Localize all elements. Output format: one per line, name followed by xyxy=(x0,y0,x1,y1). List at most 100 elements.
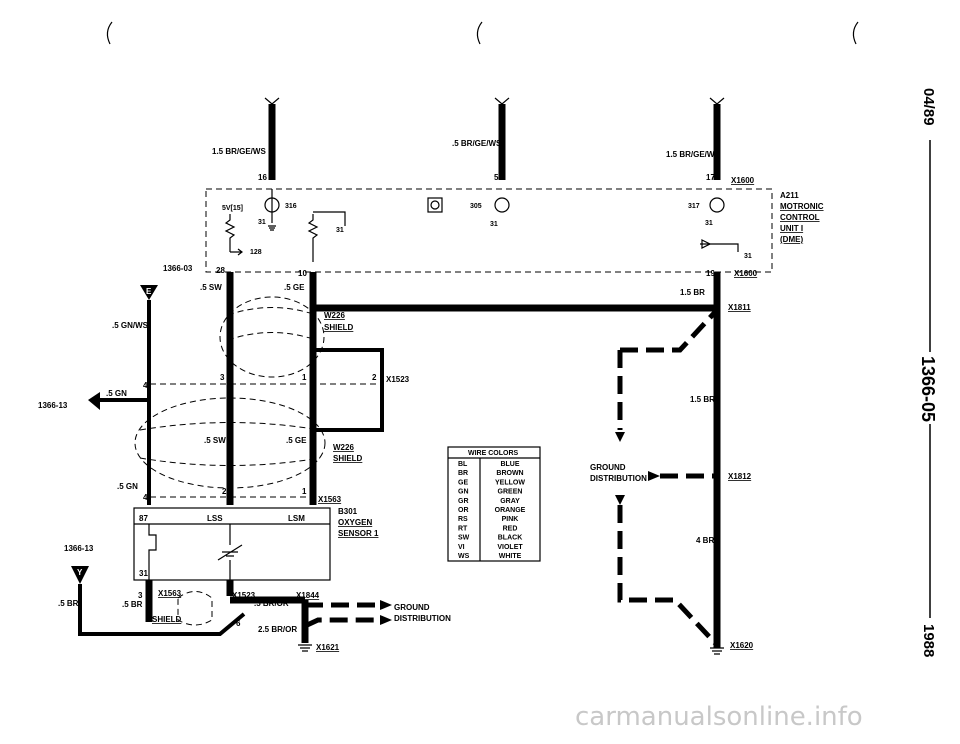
svg-text:X1523: X1523 xyxy=(232,591,256,600)
svg-text:A211: A211 xyxy=(780,191,799,200)
connector-x1600-top: X1600 xyxy=(731,176,755,185)
svg-text:1366-03: 1366-03 xyxy=(163,264,193,273)
wire-color-code: RT xyxy=(458,525,468,532)
svg-text:SHIELD: SHIELD xyxy=(333,454,363,463)
label-wire-3: 1.5 BR/GE/WS xyxy=(666,150,720,159)
svg-text:5: 5 xyxy=(494,173,499,182)
svg-text:1366-13: 1366-13 xyxy=(64,544,94,553)
wire-color-name: BLACK xyxy=(498,535,523,542)
control-unit-box xyxy=(205,188,773,273)
svg-text:31: 31 xyxy=(258,219,266,226)
svg-text:4: 4 xyxy=(143,381,148,390)
wire-color-code: BL xyxy=(458,461,468,468)
svg-text:128: 128 xyxy=(250,249,262,256)
svg-text:GROUND: GROUND xyxy=(590,463,626,472)
svg-text:317: 317 xyxy=(688,203,700,210)
svg-text:6: 6 xyxy=(236,619,241,628)
wire-color-code: RS xyxy=(458,516,468,523)
svg-text:.5 GN: .5 GN xyxy=(106,389,127,398)
svg-text:Y: Y xyxy=(77,568,83,577)
svg-text:1: 1 xyxy=(302,487,307,496)
side-margin: 04/89 1366-05 1988 xyxy=(918,88,938,657)
shield-loop-top xyxy=(219,296,325,378)
svg-text:.5 SW: .5 SW xyxy=(200,283,222,292)
ground-dist-right-upper xyxy=(620,308,719,353)
svg-text:1366-13: 1366-13 xyxy=(38,401,68,410)
side-date: 04/89 xyxy=(920,88,937,126)
wire-color-name: GREEN xyxy=(498,489,523,496)
svg-text:4: 4 xyxy=(143,493,148,502)
svg-text:DISTRIBUTION: DISTRIBUTION xyxy=(590,474,647,483)
svg-text:.5 BR: .5 BR xyxy=(122,600,143,609)
connector-x1563: X1563 xyxy=(318,495,342,504)
svg-text:28: 28 xyxy=(216,266,225,275)
svg-text:2.5 BR/OR: 2.5 BR/OR xyxy=(258,625,297,634)
connector-x1620: X1620 xyxy=(730,641,754,650)
wire-color-name: RED xyxy=(503,525,518,532)
svg-text:GROUND: GROUND xyxy=(394,603,430,612)
svg-text:1: 1 xyxy=(302,373,307,382)
transistor-317: 317 31 31 xyxy=(688,197,752,260)
svg-text:X1563: X1563 xyxy=(158,589,182,598)
svg-text:DISTRIBUTION: DISTRIBUTION xyxy=(394,614,451,623)
svg-text:.5 GN: .5 GN xyxy=(117,482,138,491)
svg-text:W226: W226 xyxy=(324,311,345,320)
svg-text:4 BR: 4 BR xyxy=(696,536,714,545)
wire-color-code: WS xyxy=(458,553,470,560)
svg-text:3: 3 xyxy=(138,591,143,600)
svg-text:31: 31 xyxy=(705,220,713,227)
resistor-mid xyxy=(307,214,319,262)
ground-dist-right-lower xyxy=(617,505,719,647)
svg-text:16: 16 xyxy=(258,173,267,182)
svg-text:B301: B301 xyxy=(338,507,358,516)
wire-color-name: WHITE xyxy=(499,553,522,560)
ref-z-arrow xyxy=(88,392,100,410)
svg-text:WIRE COLORS: WIRE COLORS xyxy=(468,450,518,457)
wire-color-name: VIOLET xyxy=(497,544,523,551)
wire-color-code: VI xyxy=(458,544,465,551)
wire-color-code: BR xyxy=(458,470,468,477)
svg-text:1.5 BR: 1.5 BR xyxy=(690,395,715,404)
svg-text:31: 31 xyxy=(336,227,344,234)
wire-color-code: GR xyxy=(458,498,469,505)
svg-text:X1844: X1844 xyxy=(296,591,320,600)
svg-text:Z: Z xyxy=(84,401,89,410)
svg-text:.5 BR: .5 BR xyxy=(58,599,79,608)
wire-color-name: ORANGE xyxy=(495,507,526,514)
svg-text:LSS: LSS xyxy=(207,514,223,523)
svg-text:.5 GN/WS: .5 GN/WS xyxy=(112,321,149,330)
wire-color-code: SW xyxy=(458,535,470,542)
connector-x1812: X1812 xyxy=(728,472,752,481)
connector-x1811: X1811 xyxy=(728,303,751,312)
svg-text:MOTRONIC: MOTRONIC xyxy=(780,202,824,211)
connector-x1523-top: X1523 xyxy=(386,375,410,384)
svg-text:LSM: LSM xyxy=(288,514,305,523)
wire-color-code: GE xyxy=(458,479,468,486)
label-5v15: 5V[15] xyxy=(222,205,243,212)
wire-color-name: YELLOW xyxy=(495,479,525,486)
svg-text:31: 31 xyxy=(490,221,498,228)
connector-x1600-bottom: X1600 xyxy=(734,269,758,278)
svg-text:SHIELD: SHIELD xyxy=(324,323,354,332)
wire-color-code: OR xyxy=(458,507,469,514)
label-wire-1: 1.5 BR/GE/WS xyxy=(212,147,266,156)
resistor-left xyxy=(224,214,236,252)
svg-text:UNIT I: UNIT I xyxy=(780,224,803,233)
svg-text:1.5 BR: 1.5 BR xyxy=(680,288,705,297)
svg-text:10: 10 xyxy=(298,269,307,278)
svg-text:316: 316 xyxy=(285,203,297,210)
sensor-element xyxy=(217,524,243,580)
svg-text:.5 BR/OR: .5 BR/OR xyxy=(254,599,289,608)
arrow-128 xyxy=(230,248,243,256)
heater-element xyxy=(148,524,157,580)
ref-e-arrow xyxy=(140,285,158,300)
wire-color-name: BROWN xyxy=(496,470,523,477)
svg-text:305: 305 xyxy=(470,203,482,210)
svg-text:W226: W226 xyxy=(333,443,354,452)
wire-color-name: BLUE xyxy=(500,461,519,468)
svg-text:X1621: X1621 xyxy=(316,643,340,652)
transistor-305: 305 31 xyxy=(427,197,510,228)
svg-text:.5 SW: .5 SW xyxy=(204,436,226,445)
